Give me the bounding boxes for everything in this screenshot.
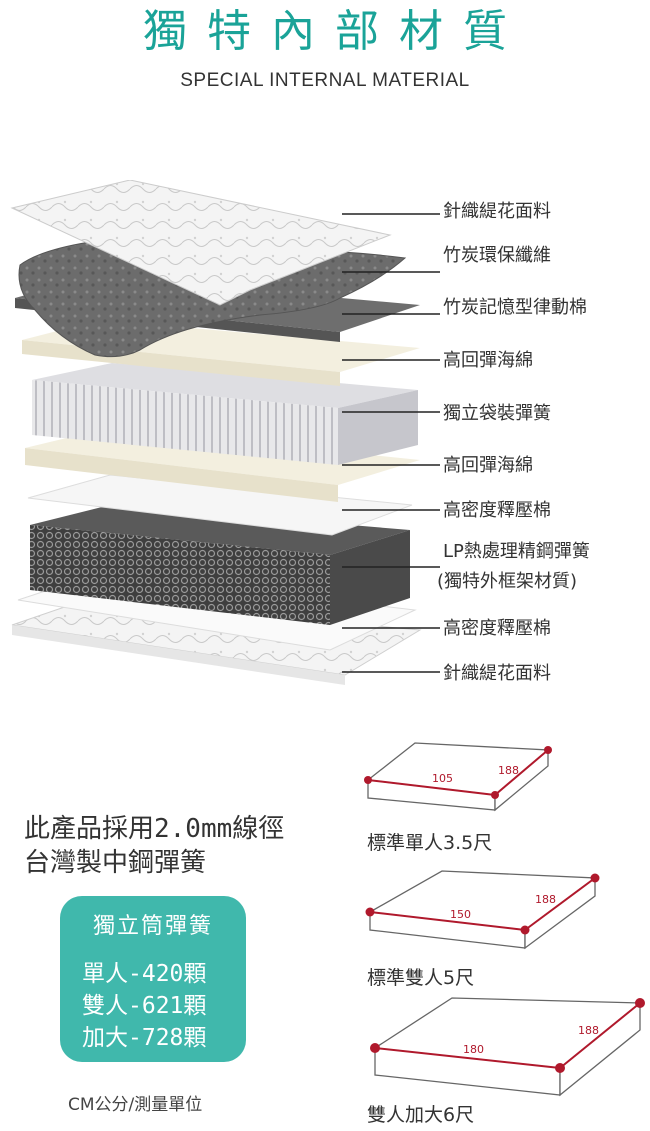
mattress-layers-illustration [10,180,440,685]
layer-pressure-foam-1 [27,474,413,536]
badge-count: 雙人-621顆 [82,993,207,1019]
layer-label: 竹炭環保纖維 [443,245,551,266]
layer-label: 高回彈海綿 [443,455,533,476]
layer-sublabel: (獨特外框架材質) [437,571,578,592]
layer-top-fabric [10,180,392,306]
size-diagram-single: 105 188 [364,742,552,812]
spring-spec-note: 此產品採用2.0mm線徑 台灣製中鋼彈簧 [24,812,284,880]
size-label: 雙人加大6尺 [367,1104,475,1126]
layer-label: 針織緹花面料 [443,201,551,222]
width-label: 105 [432,772,453,785]
layer-bottom-fabric [11,599,422,685]
layer-lp-coil [30,505,410,625]
badge-count: 單人-420顆 [82,961,207,987]
layer-label: 高密度釋壓棉 [443,618,551,639]
spring-count-badge: 獨立筒彈簧 單人-420顆 雙人-621顆 加大-728顆 [60,896,246,1062]
spring-spec-line: 此產品採用2.0mm線徑 [24,814,285,844]
width-label: 150 [450,908,471,921]
badge-count: 加大-728顆 [82,1025,207,1051]
layer-label: 竹炭記憶型律動棉 [443,297,587,318]
layer-label: LP熱處理精鋼彈簧 [443,541,590,562]
layer-label: 高回彈海綿 [443,350,533,371]
layer-label: 高密度釋壓棉 [443,500,551,521]
layer-label: 針織緹花面料 [443,663,551,684]
width-label: 180 [463,1043,484,1056]
page-title: 獨特內部材質 [143,6,527,57]
length-label: 188 [498,764,519,777]
layer-pocket-springs [32,363,418,465]
size-label: 標準雙人5尺 [367,967,475,989]
badge-title: 獨立筒彈簧 [92,914,213,939]
size-diagram-double: 150 188 [365,870,600,950]
length-label: 188 [535,893,556,906]
size-label: 標準單人3.5尺 [367,832,493,854]
layer-label: 獨立袋裝彈簧 [443,403,551,424]
spring-spec-line: 台灣製中鋼彈簧 [24,848,207,878]
page-subtitle: SPECIAL INTERNAL MATERIAL [180,70,470,91]
unit-note: CM公分/測量單位 [68,1095,203,1115]
length-label: 188 [578,1024,599,1037]
size-diagram-king: 180 188 [370,997,645,1097]
